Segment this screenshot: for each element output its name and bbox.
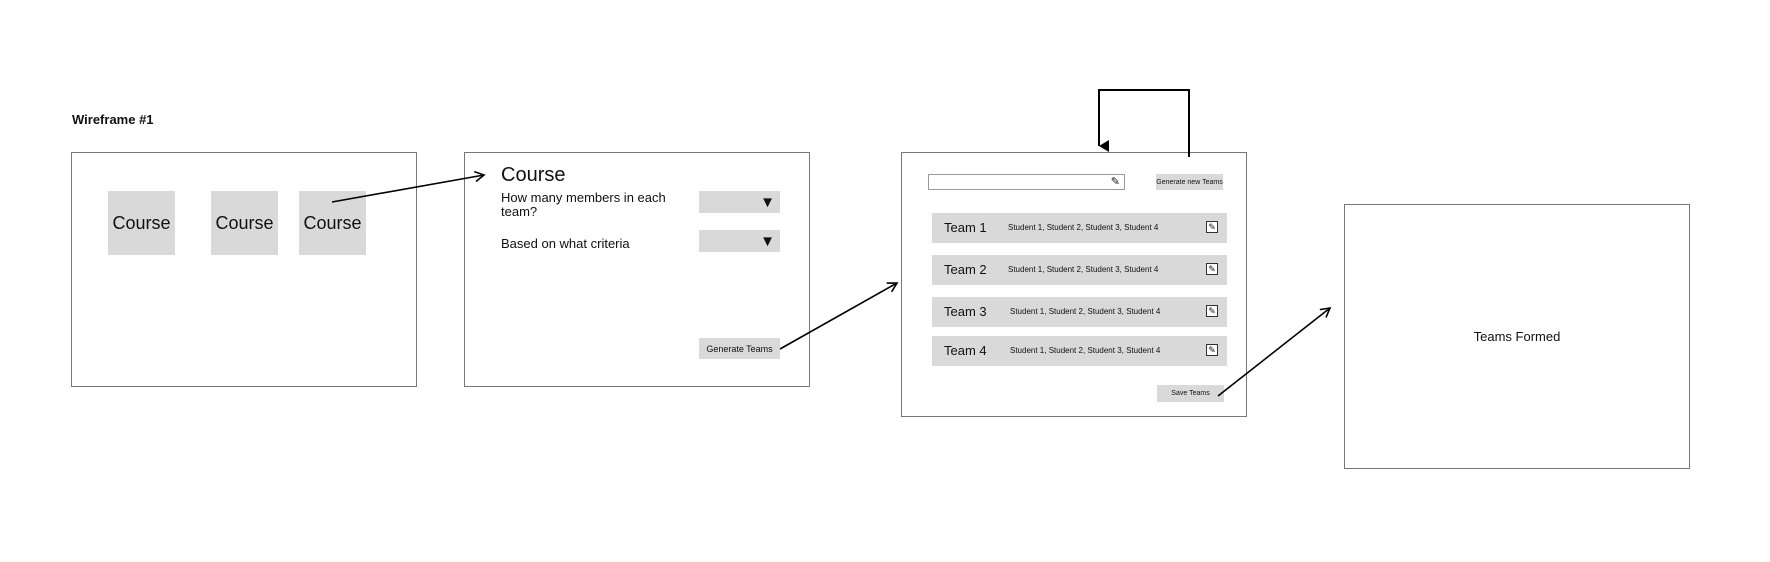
course-tile-2[interactable]: Course xyxy=(211,191,278,255)
team-name: Team 2 xyxy=(944,262,987,277)
flow-arrow-regenerate-loop xyxy=(1098,89,1190,157)
wireframe-title: Wireframe #1 xyxy=(72,112,154,127)
team-row-2: Team 2 Student 1, Student 2, Student 3, … xyxy=(932,255,1227,285)
team-students: Student 1, Student 2, Student 3, Student… xyxy=(1010,346,1161,355)
teams-formed-message: Teams Formed xyxy=(1473,329,1561,344)
team-students: Student 1, Student 2, Student 3, Student… xyxy=(1010,307,1161,316)
dropdown-arrow-icon: ▼ xyxy=(760,193,775,211)
team-row-3: Team 3 Student 1, Student 2, Student 3, … xyxy=(932,297,1227,327)
team-name: Team 3 xyxy=(944,304,987,319)
flow-arrow-review-to-formed xyxy=(1217,306,1332,397)
generate-new-teams-button[interactable]: Generate new Teams xyxy=(1156,174,1223,190)
edit-icon[interactable]: ✎ xyxy=(1206,344,1218,356)
team-students: Student 1, Student 2, Student 3, Student… xyxy=(1008,223,1159,232)
edit-icon[interactable]: ✎ xyxy=(1206,263,1218,275)
team-row-1: Team 1 Student 1, Student 2, Student 3, … xyxy=(932,213,1227,243)
edit-icon[interactable]: ✎ xyxy=(1206,305,1218,317)
generate-teams-button[interactable]: Generate Teams xyxy=(699,338,780,359)
flow-arrow-course-to-settings xyxy=(331,170,486,203)
flow-arrow-settings-to-review xyxy=(779,282,899,350)
edit-icon[interactable]: ✎ xyxy=(1206,221,1218,233)
save-teams-button[interactable]: Save Teams xyxy=(1157,385,1224,402)
members-question: How many members in each team? xyxy=(501,190,666,219)
teams-formed-screen xyxy=(1344,204,1690,469)
search-input[interactable]: ✎ xyxy=(928,174,1125,190)
criteria-select[interactable]: ▼ xyxy=(699,230,780,252)
members-select[interactable]: ▼ xyxy=(699,191,780,213)
team-row-4: Team 4 Student 1, Student 2, Student 3, … xyxy=(932,336,1227,366)
criteria-question: Based on what criteria xyxy=(501,236,630,251)
dropdown-arrow-icon: ▼ xyxy=(760,232,775,250)
team-name: Team 1 xyxy=(944,220,987,235)
pencil-icon: ✎ xyxy=(1110,176,1120,188)
team-name: Team 4 xyxy=(944,343,987,358)
course-heading: Course xyxy=(501,164,566,186)
course-tile-1[interactable]: Course xyxy=(108,191,175,255)
team-students: Student 1, Student 2, Student 3, Student… xyxy=(1008,265,1159,274)
